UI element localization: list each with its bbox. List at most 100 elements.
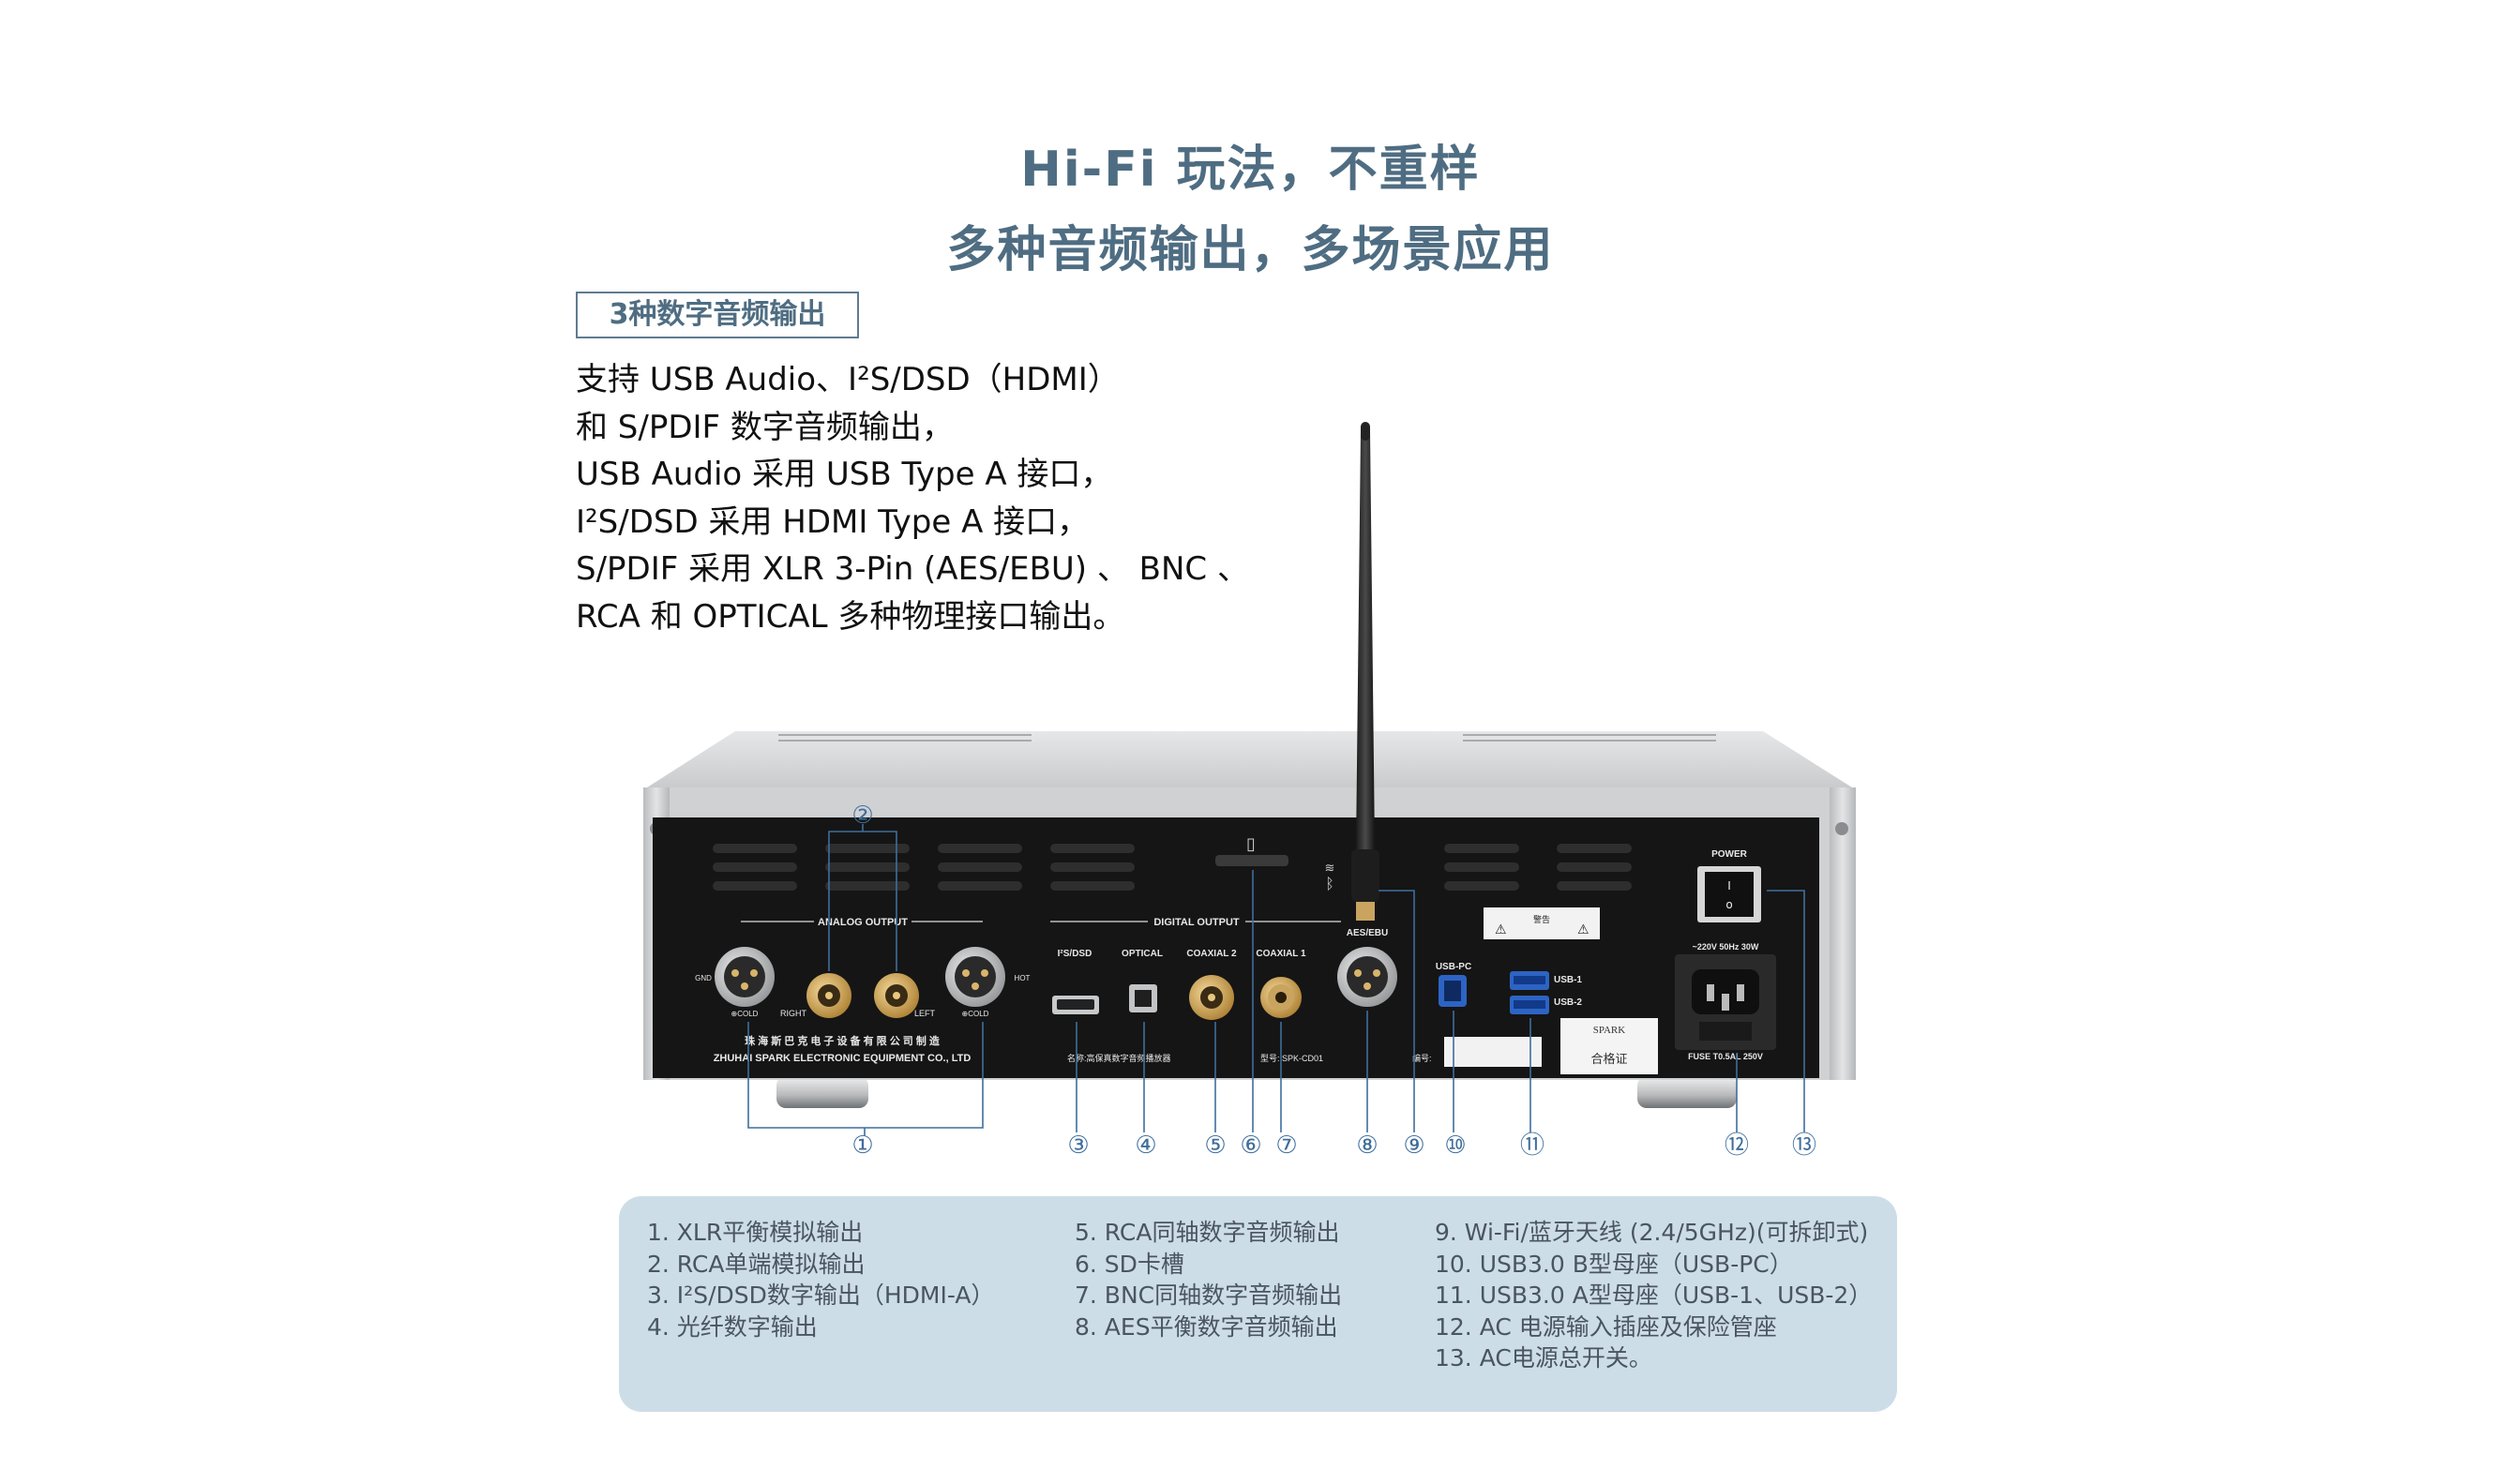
- callout-6: ⑥: [1240, 1132, 1261, 1160]
- label-usb-2: USB-2: [1554, 997, 1582, 1008]
- vent-slots: [713, 844, 1632, 891]
- brand-label: SPARK: [1593, 1025, 1626, 1036]
- label-aes-ebu: AES/EBU: [1347, 928, 1388, 938]
- coaxial-2-rca-port[interactable]: [1189, 975, 1234, 1020]
- usb-a-port-1[interactable]: [1510, 971, 1549, 990]
- callout-3: ③: [1067, 1132, 1089, 1160]
- callout-11: ⑪: [1520, 1132, 1544, 1160]
- rca-output-right[interactable]: [806, 973, 851, 1018]
- usb-b-port[interactable]: [1439, 975, 1467, 1007]
- warning-text: 警告: [1533, 914, 1550, 925]
- legend-item: 12. AC 电源输入插座及保险管座: [1435, 1312, 1777, 1341]
- callout-9: ⑨: [1403, 1132, 1424, 1160]
- maker-cn: 珠 海 斯 巴 克 电 子 设 备 有 限 公 司 制 造: [745, 1034, 941, 1047]
- label-power: POWER: [1711, 849, 1748, 860]
- usb-a-port-2[interactable]: [1510, 996, 1549, 1014]
- label-usb-1: USB-1: [1554, 975, 1582, 985]
- warning-sticker: 警告 ⚠ ⚠: [1484, 907, 1600, 939]
- callout-5: ⑤: [1204, 1132, 1226, 1160]
- sd-card-slot[interactable]: [1215, 855, 1288, 866]
- chassis-top: [647, 731, 1852, 787]
- label-i2s-dsd: I²S/DSD: [1058, 949, 1092, 959]
- label-analog-output: ANALOG OUTPUT: [818, 917, 908, 928]
- bluetooth-icon: ᛒ: [1325, 875, 1334, 892]
- optical-port[interactable]: [1129, 984, 1157, 1012]
- callout-8: ⑧: [1356, 1132, 1378, 1160]
- screw: [1835, 822, 1848, 835]
- xlr-output-left[interactable]: [715, 947, 775, 1007]
- description-line: I²S/DSD 采用 HDMI Type A 接口，: [576, 502, 1090, 541]
- description: 支持 USB Audio、I²S/DSD（HDMI） 和 S/PDIF 数字音频…: [576, 356, 1249, 640]
- rca-output-left[interactable]: [874, 973, 919, 1018]
- svg-text:o: o: [1725, 898, 1732, 911]
- legend-item: 5. RCA同轴数字音频输出: [1075, 1219, 1340, 1246]
- warning-triangle-icon: ⚠: [1495, 922, 1507, 937]
- power-switch[interactable]: I o: [1697, 866, 1761, 922]
- legend-panel: 1. XLR平衡模拟输出 2. RCA单端模拟输出 3. I²S/DSD数字输出…: [619, 1196, 1897, 1412]
- label-cold-right: ⊕COLD: [962, 1010, 989, 1018]
- coaxial-1-bnc-port[interactable]: [1260, 977, 1302, 1018]
- heading-line-1: Hi-Fi 玩法，不重样: [1020, 142, 1481, 198]
- qc-sticker: SPARK 合格证: [1560, 1018, 1658, 1074]
- serial-sticker: [1444, 1037, 1542, 1067]
- xlr-output-right[interactable]: [945, 947, 1005, 1007]
- label-left: LEFT: [914, 1009, 936, 1018]
- model-label: 型号: SPK-CD01: [1260, 1054, 1323, 1063]
- label-optical: OPTICAL: [1122, 949, 1163, 959]
- callout-4: ④: [1135, 1132, 1156, 1160]
- legend-item: 13. AC电源总开关。: [1435, 1344, 1652, 1372]
- legend-item: 9. Wi-Fi/蓝牙天线 (2.4/5GHz)(可拆卸式): [1435, 1219, 1869, 1246]
- label-fuse: FUSE T0.5AL 250V: [1688, 1052, 1763, 1061]
- label-fuse-rating: ~220V 50Hz 30W: [1693, 942, 1759, 952]
- maker-en: ZHUHAI SPARK ELECTRONIC EQUIPMENT CO., L…: [714, 1053, 972, 1064]
- sd-card-icon: ▯: [1246, 834, 1256, 854]
- svg-text:I: I: [1727, 879, 1731, 892]
- callout-12: ⑫: [1725, 1132, 1749, 1160]
- legend-item: 11. USB3.0 A型母座（USB-1、USB-2）: [1435, 1282, 1873, 1309]
- description-line: 支持 USB Audio、I²S/DSD（HDMI）: [576, 361, 1120, 398]
- hdmi-i2s-port[interactable]: [1052, 996, 1099, 1014]
- label-gnd: GND: [695, 974, 712, 982]
- warning-triangle-icon: ⚠: [1577, 922, 1589, 937]
- legend-item: 10. USB3.0 B型母座（USB-PC）: [1435, 1250, 1793, 1278]
- lid-vents: [778, 734, 1716, 742]
- foot-left: [776, 1076, 868, 1108]
- legend-item: 6. SD卡槽: [1075, 1250, 1184, 1278]
- legend-item: 4. 光纤数字输出: [647, 1312, 818, 1341]
- legend-item: 7. BNC同轴数字音频输出: [1075, 1282, 1343, 1309]
- ac-inlet-fuse[interactable]: [1675, 954, 1776, 1050]
- product-name: 名称:高保真数字音频播放器: [1067, 1053, 1171, 1063]
- legend-item: 3. I²S/DSD数字输出（HDMI-A）: [647, 1282, 995, 1309]
- label-right: RIGHT: [780, 1009, 807, 1018]
- label-digital-output: DIGITAL OUTPUT: [1153, 917, 1240, 928]
- callout-2: ②: [851, 802, 873, 830]
- legend-item: 8. AES平衡数字音频输出: [1075, 1312, 1338, 1341]
- description-line: USB Audio 采用 USB Type A 接口，: [576, 456, 1113, 493]
- legend-column-3: 9. Wi-Fi/蓝牙天线 (2.4/5GHz)(可拆卸式) 10. USB3.…: [1435, 1217, 1872, 1374]
- label-hot: HOT: [1015, 974, 1031, 982]
- qc-label: 合格证: [1590, 1052, 1627, 1067]
- label-usb-pc: USB-PC: [1436, 962, 1471, 972]
- aes-ebu-xlr-port[interactable]: [1337, 947, 1397, 1007]
- description-line: RCA 和 OPTICAL 多种物理接口输出。: [576, 597, 1125, 636]
- callout-13: ⑬: [1792, 1132, 1816, 1160]
- label-cold-left: ⊕COLD: [731, 1010, 759, 1018]
- legend-item: 1. XLR平衡模拟输出: [647, 1219, 864, 1246]
- label-coaxial-1: COAXIAL 1: [1256, 949, 1306, 959]
- callout-7: ⑦: [1275, 1132, 1297, 1160]
- legend-column-2: 5. RCA同轴数字音频输出 6. SD卡槽 7. BNC同轴数字音频输出 8.…: [1075, 1217, 1342, 1342]
- description-line: S/PDIF 采用 XLR 3-Pin (AES/EBU) 、 BNC 、: [576, 550, 1249, 588]
- callout-1: ①: [851, 1132, 873, 1160]
- description-line: 和 S/PDIF 数字音频输出，: [576, 408, 954, 446]
- chassis-side-right: [1830, 787, 1856, 1080]
- legend-column-1: 1. XLR平衡模拟输出 2. RCA单端模拟输出 3. I²S/DSD数字输出…: [647, 1217, 994, 1342]
- label-coaxial-2: COAXIAL 2: [1186, 949, 1237, 959]
- wifi-icon: ≋: [1325, 862, 1335, 876]
- feature-tag: 3种数字音频输出: [576, 292, 859, 338]
- antenna[interactable]: [1351, 422, 1379, 921]
- serial-label: 编号:: [1412, 1053, 1432, 1063]
- callout-leaders: [747, 824, 1805, 1136]
- heading-line-2: 多种音频输出，多场景应用: [946, 222, 1555, 278]
- callout-10: ⑩: [1444, 1132, 1466, 1160]
